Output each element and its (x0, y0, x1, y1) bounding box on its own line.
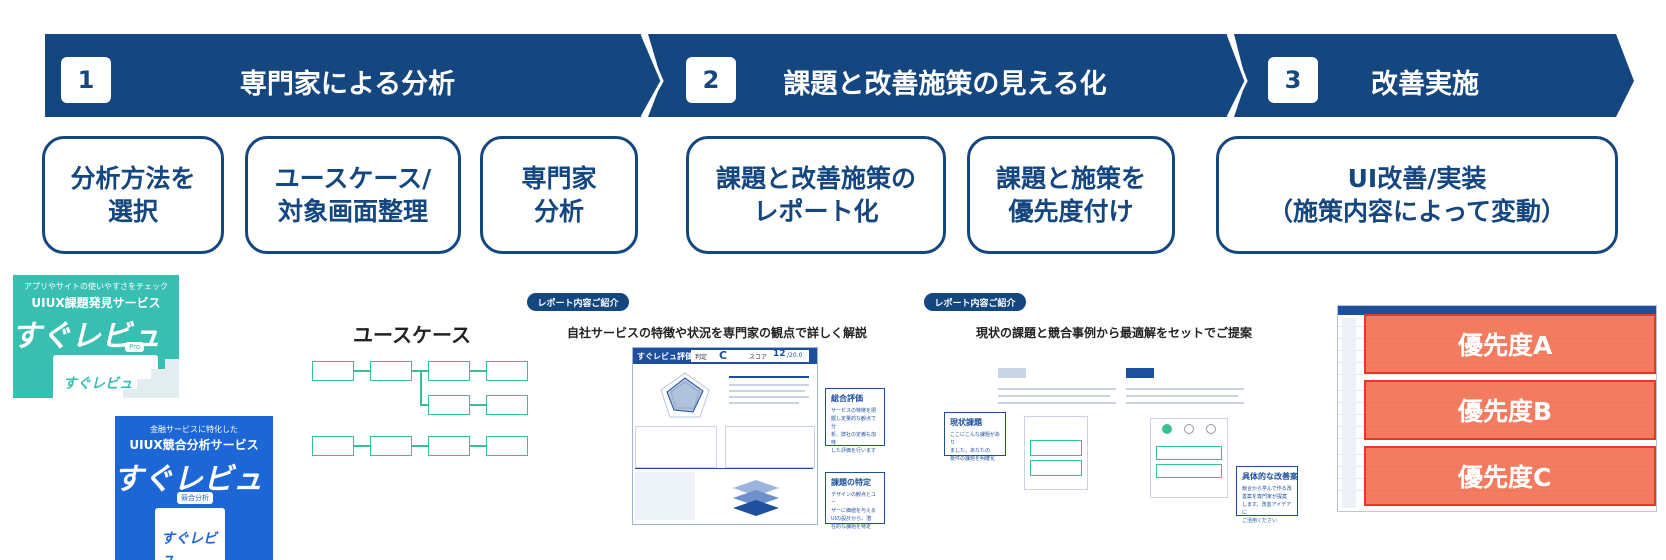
radar-chart (660, 372, 710, 418)
step-2-title: 課題と改善施策の見える化 (783, 68, 1107, 100)
card-logo: すぐレビュ (115, 462, 263, 497)
note-improvement-plan: 具体的な改善案 競合から学んで作る改 善案を専門家が提案 します。改善アイデアに… (1236, 466, 1298, 524)
brochure-image: すぐレビュ (155, 508, 225, 560)
brochure-logo: すぐレビュ (161, 531, 217, 560)
note-current-issue: 現状課題 ここにこんな課題があり ました。あなたの 要件の課題を明確化 (944, 412, 1006, 462)
usecase-title: ユースケース (353, 323, 471, 347)
report-heading: 現状の課題と競合事例から最適解をセットでご提案 (976, 326, 1253, 340)
process-box-usecase: ユースケース/ 対象画面整理 (245, 136, 461, 254)
stairs-graphic (123, 359, 179, 398)
step-3-title: 改善実施 (1371, 68, 1479, 100)
step-2-number: 2 (686, 57, 736, 103)
score-max: /20.0 (787, 352, 803, 359)
card-subtitle: 金融サービスに特化した (150, 425, 238, 434)
report-preview: すぐレビュ評価 判定 C スコア 12 /20.0 (632, 347, 818, 525)
process-box-prioritize: 課題と施策を 優先度付け (967, 136, 1175, 254)
report-pill: レポート内容ご紹介 (527, 293, 629, 311)
chevron-step-3 (1234, 34, 1634, 117)
chevron-step-1 (45, 34, 662, 117)
step-1-number: 1 (61, 57, 111, 103)
layer-graphic (733, 480, 779, 516)
step-chevrons (45, 33, 1634, 118)
priority-c: 優先度C (1364, 446, 1656, 506)
priority-a: 優先度A (1364, 314, 1656, 374)
grade-value: C (719, 349, 728, 362)
card-title: UIUX競合分析サービス (129, 438, 259, 452)
service-card-competitor: 金融サービスに特化した UIUX競合分析サービス すぐレビュ 競合分析 すぐレビ… (115, 416, 273, 560)
card-badge: Pro (125, 342, 145, 352)
step-3-number: 3 (1268, 57, 1318, 103)
report-pill: レポート内容ご紹介 (924, 293, 1026, 311)
note-issue-identification: 課題の特定 デザインの観点とユー ザーに価値を与える UIの設計から、潜 在的な… (825, 472, 885, 530)
score-label: スコア (749, 354, 768, 361)
process-box-report: 課題と改善施策の レポート化 (686, 136, 946, 254)
grade-label: 判定 (695, 354, 708, 361)
process-box-implement: UI改善/実装 （施策内容によって変動） (1216, 136, 1618, 254)
card-badge: 競合分析 (177, 492, 213, 504)
priority-b: 優先度B (1364, 380, 1656, 440)
note-overall-evaluation: 総合評価 サービスの特徴を把 握し定量的な観点で分 析。弊社の定義も加味 した評… (825, 388, 885, 454)
process-box-expert-analysis: 専門家 分析 (480, 136, 638, 254)
process-box-select-method: 分析方法を 選択 (42, 136, 224, 254)
service-card-discovery: アプリやサイトの使いやすさをチェック UIUX課題発見サービス すぐレビュ Pr… (13, 275, 179, 398)
step-1-title: 専門家による分析 (239, 68, 456, 100)
card-logo: すぐレビュ (13, 319, 161, 354)
report-heading: 自社サービスの特徴や状況を専門家の観点で詳しく解説 (567, 326, 868, 340)
card-title: UIUX課題発見サービス (31, 296, 161, 310)
card-subtitle: アプリやサイトの使いやすさをチェック (24, 282, 168, 291)
brochure-logo: すぐレビュ (63, 376, 133, 392)
score-title: すぐレビュ評価 (637, 352, 693, 361)
score-value: 12 (773, 349, 786, 359)
chevron-step-2 (648, 34, 1246, 117)
